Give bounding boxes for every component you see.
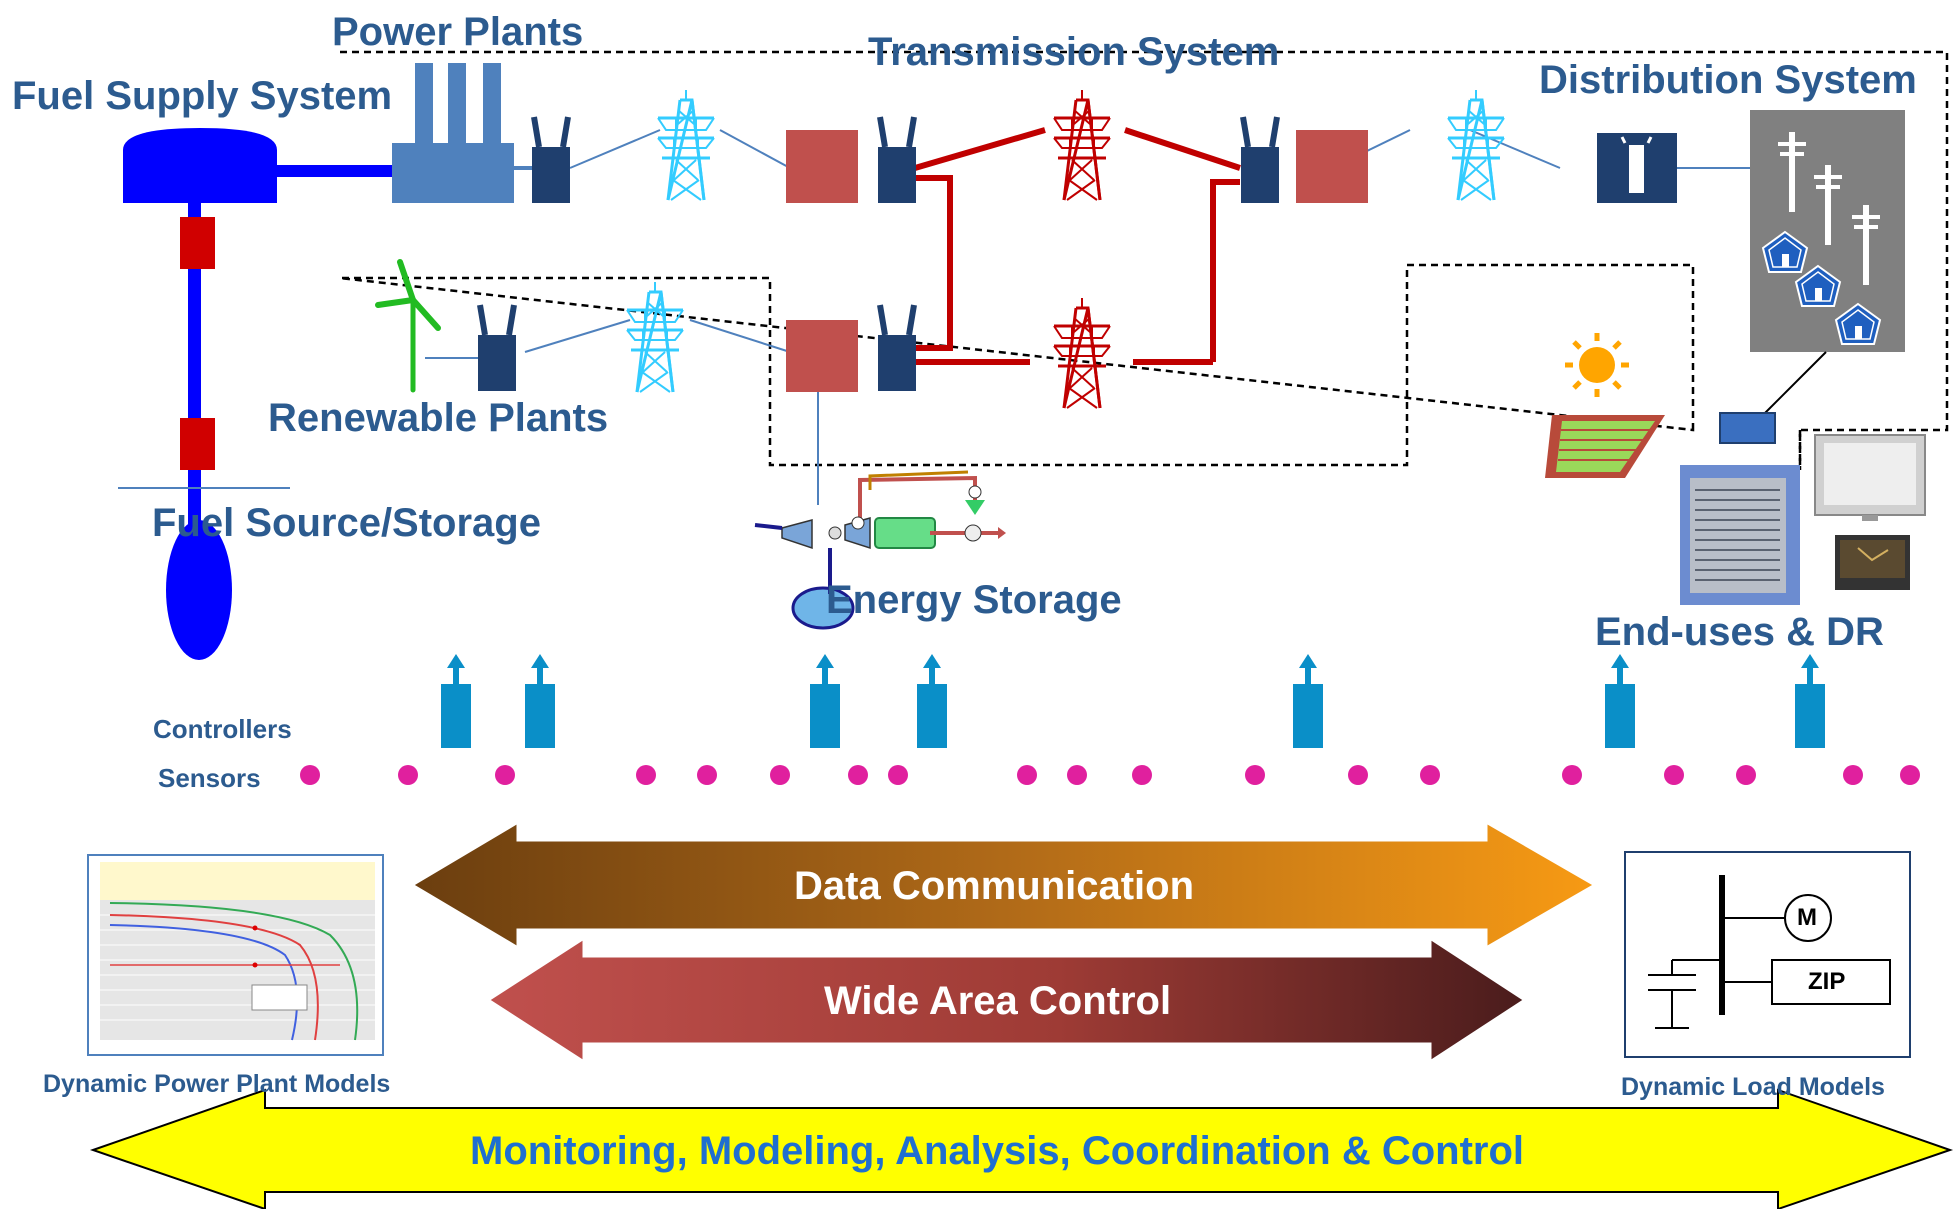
controller-icon (810, 654, 840, 748)
fuel-valve (180, 217, 215, 269)
transformer-icon (532, 117, 570, 203)
transformer-icon (478, 305, 516, 391)
wide-area-control-arrow (485, 935, 1528, 1065)
fuel-source-storage-label: Fuel Source/Storage (152, 501, 541, 545)
smart-meter-icon (1719, 412, 1776, 444)
dynamic-load-models-label: Dynamic Load Models (1621, 1073, 1885, 1101)
transmission-system-label: Transmission System (868, 30, 1280, 74)
controller-icon (1795, 654, 1825, 748)
fuel-valve (180, 418, 215, 470)
monitor-icon (1814, 434, 1926, 521)
energy-storage-icon (754, 470, 1006, 630)
transformer-icon (1241, 117, 1279, 203)
wide-area-control-label: Wide Area Control (824, 979, 1172, 1023)
end-uses-dr-label: End-uses & DR (1595, 610, 1884, 654)
energy-storage-label: Energy Storage (826, 578, 1122, 622)
substation-icon (1296, 130, 1368, 203)
dynamic-power-plant-models-label: Dynamic Power Plant Models (43, 1070, 391, 1098)
zip-label: ZIP (1808, 968, 1846, 995)
substation-icon (786, 320, 858, 392)
motor-label: M (1797, 904, 1817, 931)
fuel-supply-system (118, 128, 395, 660)
data-communication-label: Data Communication (794, 864, 1195, 908)
sensors-label: Sensors (158, 763, 261, 793)
monitoring-control-arrow (89, 1088, 1954, 1211)
power-plant-icon (392, 63, 514, 203)
transformer-icon (878, 305, 916, 391)
transmission-tower-icon (1446, 88, 1506, 202)
transmission-tower-icon (656, 88, 716, 202)
distribution-system-label: Distribution System (1539, 58, 1917, 102)
transformer-icon (878, 117, 916, 203)
distribution-panel (1719, 110, 1905, 444)
generator-capability-chart (87, 854, 384, 1056)
controller-icon (441, 654, 471, 748)
fuel-tank-icon (123, 128, 277, 203)
controller-icon (1605, 654, 1635, 748)
substation-icon (786, 130, 858, 203)
monitoring-control-label: Monitoring, Modeling, Analysis, Coordina… (470, 1129, 1525, 1173)
air-conditioner-icon (1680, 465, 1800, 605)
fuel-supply-system-label: Fuel Supply System (12, 74, 393, 118)
motor-icon (1784, 894, 1832, 942)
wind-turbine-icon (375, 259, 441, 393)
sensors-row (300, 765, 1920, 785)
transmission-tower-icon (1052, 88, 1112, 202)
controller-icon (917, 654, 947, 748)
controller-icon (525, 654, 555, 748)
distribution-transformer-icon (1597, 133, 1677, 203)
renewable-plants-label: Renewable Plants (268, 396, 609, 440)
data-communication-arrow (409, 819, 1598, 951)
solar-panel-icon (1545, 415, 1665, 478)
sun-icon (1565, 333, 1629, 397)
controllers-label: Controllers (153, 714, 292, 744)
transmission-boundary (339, 50, 1949, 470)
power-plants-label: Power Plants (332, 10, 584, 54)
fuel-storage-icon (166, 520, 232, 660)
transmission-tower-icon (625, 280, 685, 394)
power-supply-icon (1835, 535, 1910, 590)
controllers-row (441, 654, 1825, 748)
load-model-diagram (1624, 851, 1911, 1058)
controller-icon (1293, 654, 1323, 748)
transmission-tower-icon (1052, 296, 1112, 410)
